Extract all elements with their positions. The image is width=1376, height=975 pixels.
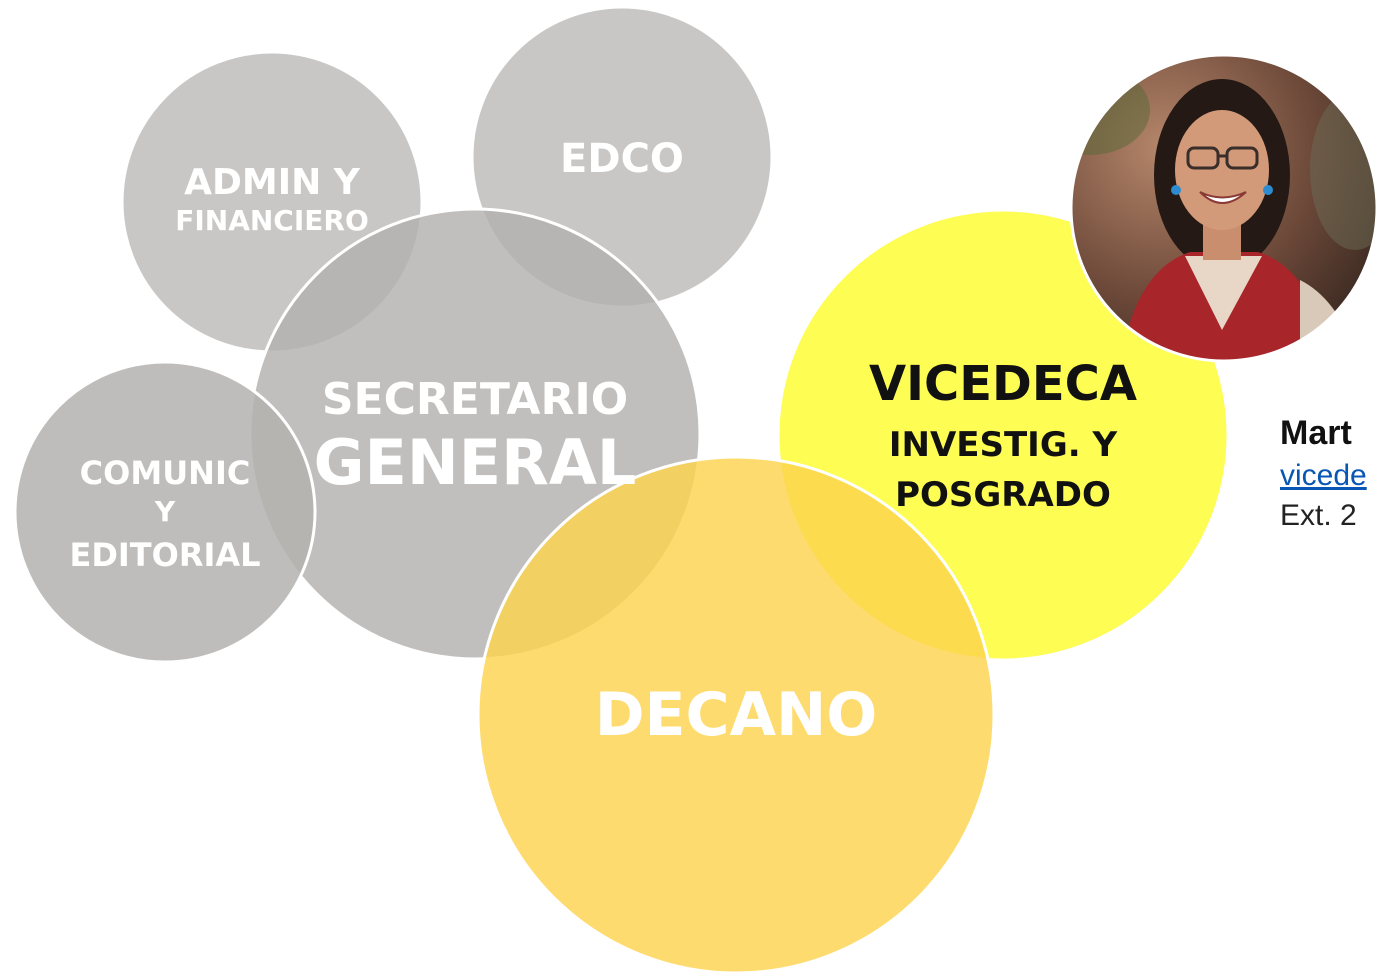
contact-block: Mart vicede Ext. 2 xyxy=(1280,410,1367,536)
comunic-line1: COMUNIC xyxy=(80,454,251,492)
comunic-line2: Y xyxy=(154,495,176,528)
vicedeca-line1: VICEDECA xyxy=(869,356,1137,412)
admin-line2: FINANCIERO xyxy=(175,204,369,237)
decano-label: DECANO xyxy=(595,680,877,750)
contact-email-link[interactable]: vicede xyxy=(1280,459,1367,492)
bubble-comunic-editorial xyxy=(13,360,317,664)
bubble-decano xyxy=(476,455,996,975)
secretario-line1: SECRETARIO xyxy=(322,374,628,425)
secretario-line2: GENERAL xyxy=(314,426,637,499)
edco-label: EDCO xyxy=(560,136,684,182)
contact-extension: Ext. 2 xyxy=(1280,499,1357,532)
comunic-line3: EDITORIAL xyxy=(69,536,260,574)
vicedeca-line2: INVESTIG. Y xyxy=(889,425,1118,465)
vicedeca-line3: POSGRADO xyxy=(895,475,1111,515)
contact-name: Mart xyxy=(1280,414,1352,452)
admin-line1: ADMIN Y xyxy=(184,162,361,203)
